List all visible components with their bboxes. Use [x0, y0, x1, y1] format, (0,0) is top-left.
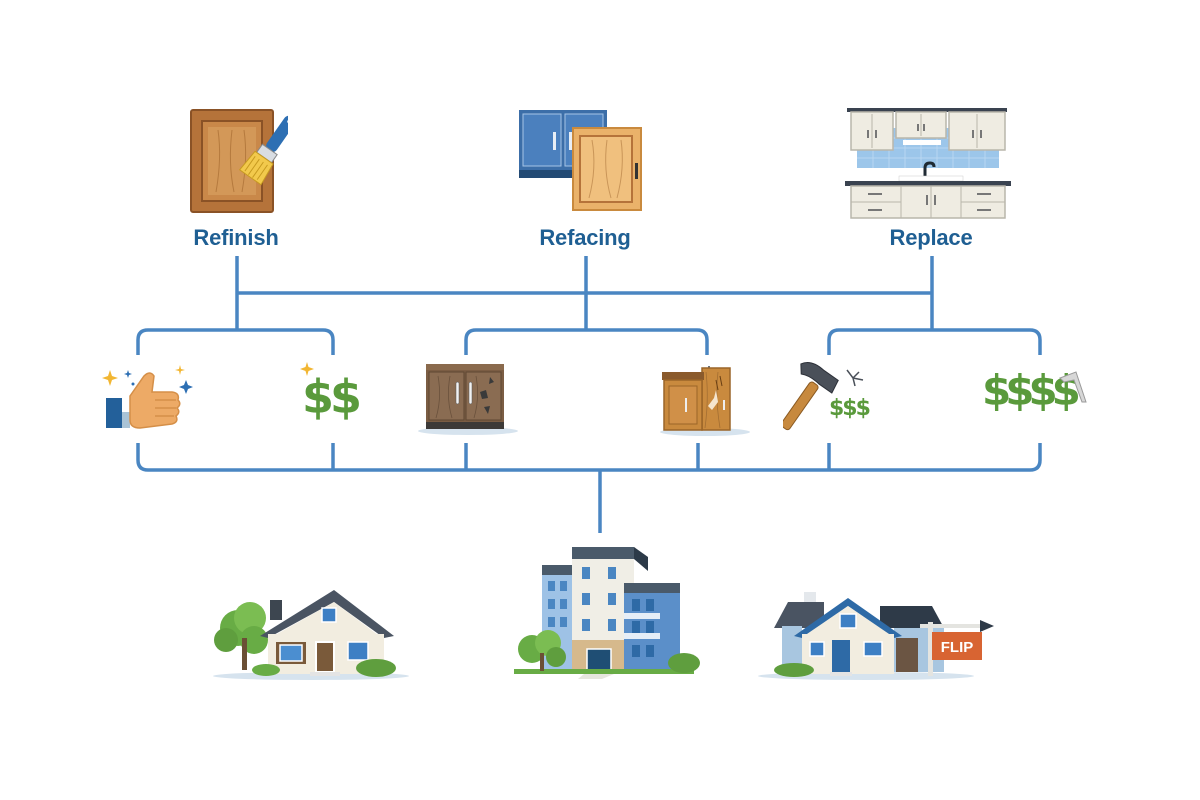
damaged-cabinet-icon — [660, 362, 750, 443]
hammer-cost-icon: $$$ — [780, 362, 883, 443]
thumbs-up-sparkles-icon — [100, 362, 195, 437]
cabinet-new-door-icon — [517, 108, 647, 218]
cabinet-door-paintbrush-icon — [188, 108, 296, 223]
full-kitchen-icon — [843, 106, 1013, 226]
option-label-refacing: Refacing — [539, 225, 631, 250]
house-flip-sign-icon: FLIP — [754, 584, 1004, 687]
option-label-refinish: Refinish — [193, 225, 279, 250]
house-with-tree-icon — [206, 578, 410, 687]
option-label-replace: Replace — [889, 225, 973, 250]
worn-cabinet-icon — [418, 362, 522, 443]
apartment-building-icon — [504, 545, 704, 685]
flip-sign-text: FLIP — [941, 639, 974, 656]
